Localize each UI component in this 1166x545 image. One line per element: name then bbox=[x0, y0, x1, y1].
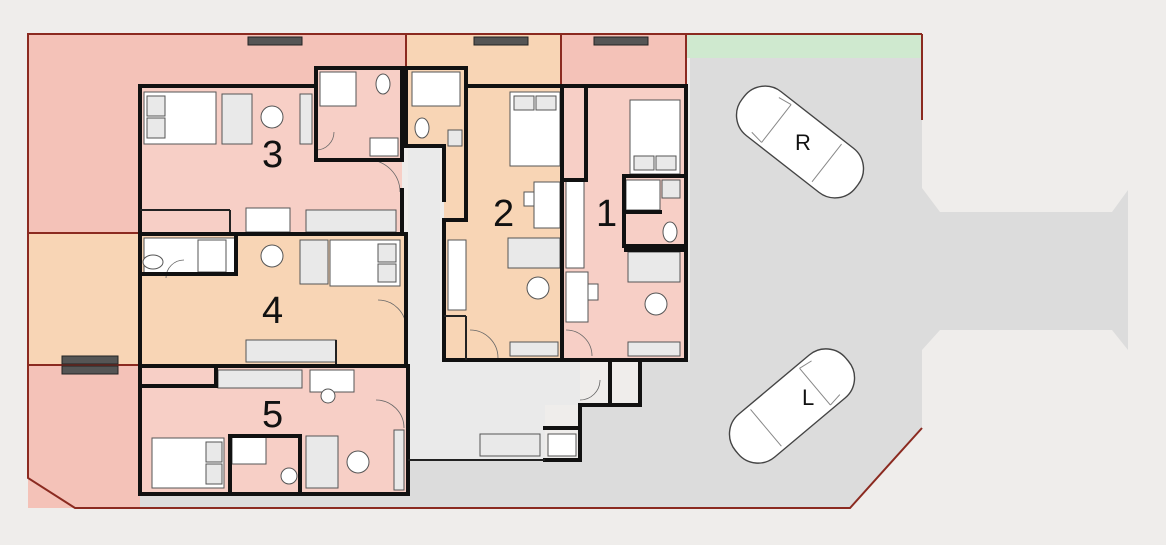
unit-label-3: 3 bbox=[262, 134, 283, 176]
table-icon bbox=[320, 388, 336, 404]
shower-icon bbox=[319, 71, 357, 107]
unit-4 bbox=[138, 232, 408, 368]
toilet-icon bbox=[662, 221, 678, 243]
unit-3 bbox=[138, 66, 404, 236]
shower-icon bbox=[231, 435, 267, 465]
toilet-icon bbox=[414, 117, 430, 139]
toilet-icon bbox=[142, 254, 164, 270]
shower-icon bbox=[625, 179, 661, 211]
parking-label-l: L bbox=[802, 385, 814, 410]
unit-2 bbox=[404, 66, 564, 362]
unit-label-4: 4 bbox=[262, 290, 283, 332]
table-icon bbox=[644, 292, 668, 316]
sofa-icon bbox=[221, 93, 253, 145]
sink-icon bbox=[369, 137, 399, 157]
sofa-icon bbox=[627, 251, 681, 283]
vent-icon bbox=[61, 36, 649, 375]
sofa-icon bbox=[507, 237, 561, 269]
car-icon bbox=[728, 348, 856, 464]
unit-labels: 1 2 3 4 5 bbox=[262, 134, 617, 436]
toilet-icon bbox=[375, 73, 391, 95]
toilet-icon bbox=[280, 467, 298, 485]
unit-1 bbox=[543, 84, 688, 462]
yard-areas bbox=[28, 34, 686, 508]
table-icon bbox=[533, 181, 561, 229]
property-boundary bbox=[27, 33, 923, 509]
car-icon bbox=[735, 85, 865, 199]
unit-label-5: 5 bbox=[262, 394, 283, 436]
unit-label-2: 2 bbox=[493, 193, 514, 235]
unit-5 bbox=[138, 364, 410, 496]
sink-icon bbox=[411, 71, 461, 107]
lawn-strip bbox=[686, 34, 922, 58]
sofa-icon bbox=[299, 239, 329, 285]
table-icon bbox=[260, 244, 284, 268]
driveway bbox=[140, 58, 1128, 508]
sink-icon bbox=[197, 239, 227, 273]
sofa-icon bbox=[305, 435, 339, 489]
table-icon bbox=[260, 105, 284, 129]
parking-label-r: R bbox=[795, 130, 811, 155]
unit-label-1: 1 bbox=[596, 193, 617, 235]
utility-area bbox=[408, 433, 577, 461]
